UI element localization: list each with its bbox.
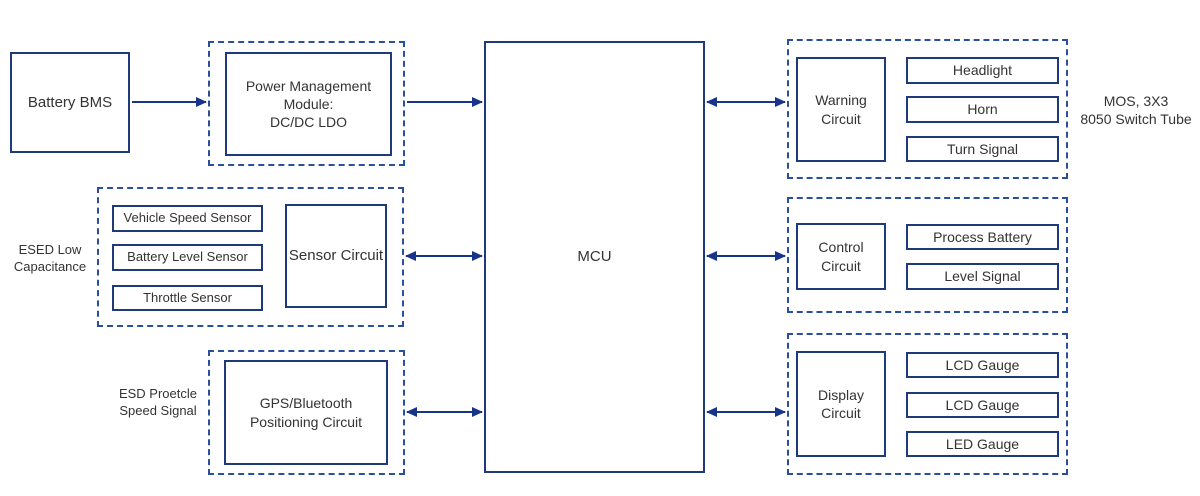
esd-proetcle-speed-signal-label: ESD Proetcle Speed Signal [118,386,198,418]
warning-circuit-block: Warning Circuit [796,57,886,162]
sensor-group [97,187,404,327]
power-management-block: Power Management Module: DC/DC LDO [225,52,392,156]
arrowhead-right-icon [775,251,786,261]
mcu-block: MCU [484,41,705,473]
display-circuit-block: Display Circuit [796,351,886,457]
turn-signal-block: Turn Signal [906,136,1059,162]
battery-bms-block: Battery BMS [10,52,130,153]
arrow-gps-mcu-bidirectional [406,407,483,417]
arrow-mcu-control-bidirectional [706,251,786,261]
arrow-bms-to-power [132,97,207,107]
arrowhead-right-icon [775,97,786,107]
sensor-circuit-block: Sensor Circuit [285,204,387,308]
arrow-power-to-mcu [407,97,483,107]
arrowhead-left-icon [706,251,717,261]
headlight-block: Headlight [906,57,1059,84]
arrowhead-left-icon [405,251,416,261]
lcd-gauge-2-block: LCD Gauge [906,392,1059,418]
esed-low-capacitance-label: ESED Low Capacitance [13,242,87,274]
level-signal-block: Level Signal [906,263,1059,290]
battery-level-sensor-block: Battery Level Sensor [112,244,263,271]
arrow-mcu-warning-bidirectional [706,97,786,107]
control-circuit-block: Control Circuit [796,223,886,290]
arrowhead-left-icon [406,407,417,417]
arrowhead-right-icon [196,97,207,107]
lcd-gauge-1-block: LCD Gauge [906,352,1059,378]
horn-block: Horn [906,96,1059,123]
arrowhead-right-icon [472,251,483,261]
warning-group [787,39,1068,179]
vehicle-speed-sensor-block: Vehicle Speed Sensor [112,205,263,232]
arrowhead-right-icon [472,97,483,107]
control-group [787,197,1068,313]
power-management-group [208,41,405,166]
arrowhead-right-icon [472,407,483,417]
mos-switch-tube-label: MOS, 3X3 8050 Switch Tube [1080,93,1192,128]
arrowhead-left-icon [706,97,717,107]
led-gauge-block: LED Gauge [906,431,1059,457]
arrowhead-right-icon [775,407,786,417]
gps-bluetooth-block: GPS/Bluetooth Positioning Circuit [224,360,388,465]
arrowhead-left-icon [706,407,717,417]
display-group [787,333,1068,475]
arrow-sensor-mcu-bidirectional [405,251,483,261]
arrow-mcu-display-bidirectional [706,407,786,417]
throttle-sensor-block: Throttle Sensor [112,285,263,311]
gps-group [208,350,405,475]
process-battery-block: Process Battery [906,224,1059,250]
